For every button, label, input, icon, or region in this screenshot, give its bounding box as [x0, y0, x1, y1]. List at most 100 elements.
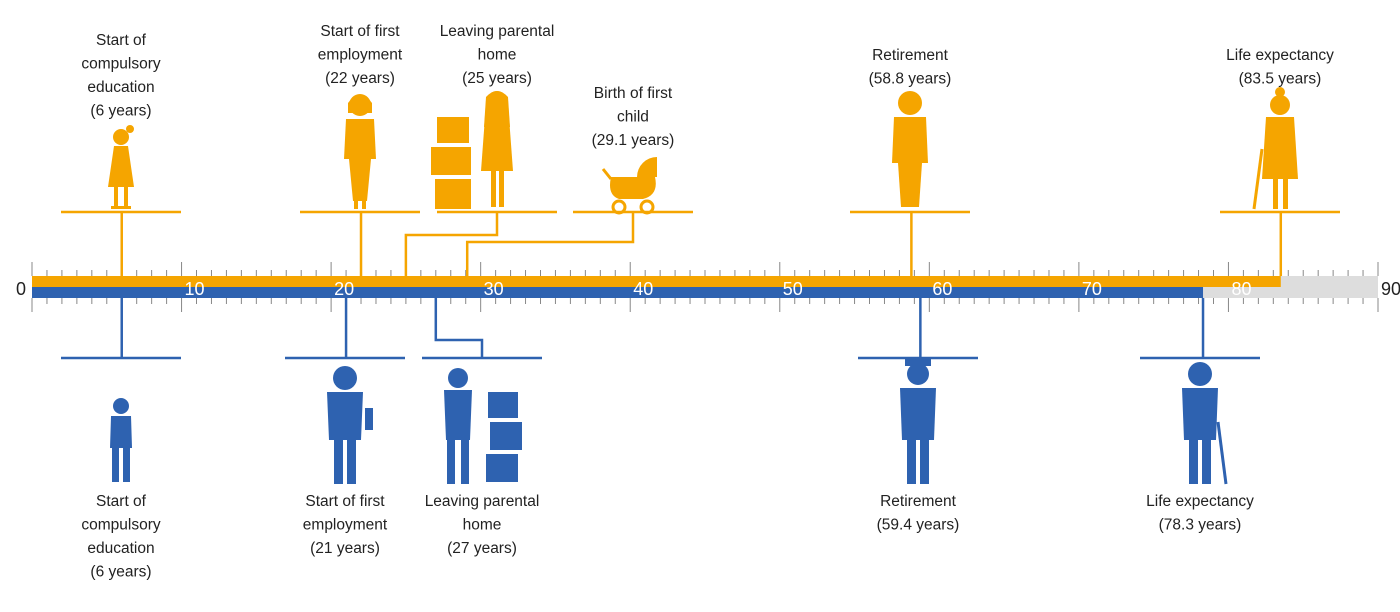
pram-body: [610, 177, 656, 199]
event-label-line: Start of: [96, 493, 147, 510]
coat: [900, 388, 936, 440]
event-label-line: compulsory: [81, 517, 160, 534]
leg: [112, 448, 119, 482]
event-label-line: (78.3 years): [1159, 517, 1242, 534]
box: [488, 392, 518, 418]
box: [486, 454, 518, 482]
body: [892, 117, 928, 163]
hat: [905, 358, 931, 366]
axis-tick-label: 80: [1231, 279, 1251, 299]
event-label-line: (6 years): [90, 103, 151, 120]
event-connector: [404, 212, 499, 276]
head: [898, 91, 922, 115]
timeline-base: 0 10 20 30 40 50 60 70 80 90: [16, 262, 1400, 312]
man-with-boxes-icon: [444, 368, 522, 484]
event-label-line: (58.8 years): [869, 71, 952, 88]
axis-tick-label: 0: [16, 279, 26, 299]
event-label-line: employment: [318, 47, 403, 64]
retired-man-icon: [900, 358, 936, 484]
axis-tick-label: 50: [783, 279, 803, 299]
leg: [124, 187, 128, 207]
wheel: [639, 199, 655, 215]
pram-hood: [637, 157, 657, 177]
head: [333, 366, 357, 390]
businessman-icon: [327, 366, 373, 484]
event-label-line: compulsory: [81, 56, 160, 73]
axis-tick-label: 90: [1381, 279, 1400, 299]
event-label-line: (22 years): [325, 70, 395, 87]
event-label-line: Leaving parental: [425, 493, 540, 510]
event-label-line: Retirement: [872, 47, 948, 64]
legs: [898, 163, 922, 207]
shirt: [110, 416, 132, 448]
event-label-line: child: [617, 109, 649, 126]
event-label-line: (29.1 years): [592, 132, 675, 149]
body: [444, 390, 472, 440]
event-label-line: Birth of first: [594, 85, 673, 102]
male-life-bar: [32, 287, 1204, 298]
girl-icon: [108, 125, 134, 209]
wheel: [611, 199, 627, 215]
skirt: [349, 159, 371, 201]
leg: [1273, 179, 1278, 209]
head: [448, 368, 468, 388]
axis-tick-label: 20: [334, 279, 354, 299]
leg: [114, 187, 118, 207]
event-label-line: education: [87, 540, 154, 557]
handle: [601, 168, 613, 180]
icons: [108, 87, 1298, 485]
labels: Start of compulsory education (6 years) Star…: [81, 23, 1334, 581]
head: [907, 363, 929, 385]
axis-tick-label: 70: [1082, 279, 1102, 299]
coat: [1182, 388, 1218, 440]
event-label-line: (83.5 years): [1239, 71, 1322, 88]
axis-tick-label: 60: [932, 279, 952, 299]
connectors: [61, 210, 1340, 360]
walking-cane: [1252, 148, 1264, 210]
event-label-line: education: [87, 79, 154, 96]
axis-tick-label: 40: [633, 279, 653, 299]
head: [1188, 362, 1212, 386]
jacket: [344, 119, 376, 159]
leg: [347, 440, 356, 484]
suit-jacket: [327, 392, 363, 440]
businesswoman-icon: [344, 94, 376, 209]
hair: [348, 95, 372, 113]
axis-tick-label: 10: [185, 279, 205, 299]
document: [365, 408, 373, 430]
event-connector: [434, 298, 484, 358]
pram-icon: [601, 157, 657, 215]
box: [490, 422, 522, 450]
event-label-line: (59.4 years): [877, 517, 960, 534]
head: [113, 398, 129, 414]
elderly-man-icon: [1182, 362, 1228, 485]
event-label-line: Start of: [96, 32, 147, 49]
leg: [1202, 440, 1211, 484]
head: [113, 129, 129, 145]
leg: [362, 201, 366, 209]
female-life-bar: [32, 276, 1281, 287]
leg: [491, 171, 496, 207]
event-label-line: Start of first: [305, 493, 385, 510]
event-connector: [465, 212, 635, 276]
axis-tick-label: 30: [484, 279, 504, 299]
event-label-line: Start of first: [320, 23, 400, 40]
leg: [447, 440, 455, 484]
leg: [920, 440, 929, 484]
box: [437, 117, 469, 143]
leg: [123, 448, 130, 482]
woman-with-boxes-icon: [431, 91, 513, 209]
retired-woman-icon: [892, 91, 928, 207]
leg: [499, 171, 504, 207]
dress: [481, 117, 513, 171]
leg: [461, 440, 469, 484]
leg: [907, 440, 916, 484]
walking-cane: [1216, 421, 1228, 485]
boy-icon: [110, 398, 132, 482]
head: [1270, 95, 1290, 115]
leg: [354, 201, 358, 209]
hair-bun: [1275, 87, 1285, 97]
coat: [1262, 117, 1298, 179]
leg: [1283, 179, 1288, 209]
